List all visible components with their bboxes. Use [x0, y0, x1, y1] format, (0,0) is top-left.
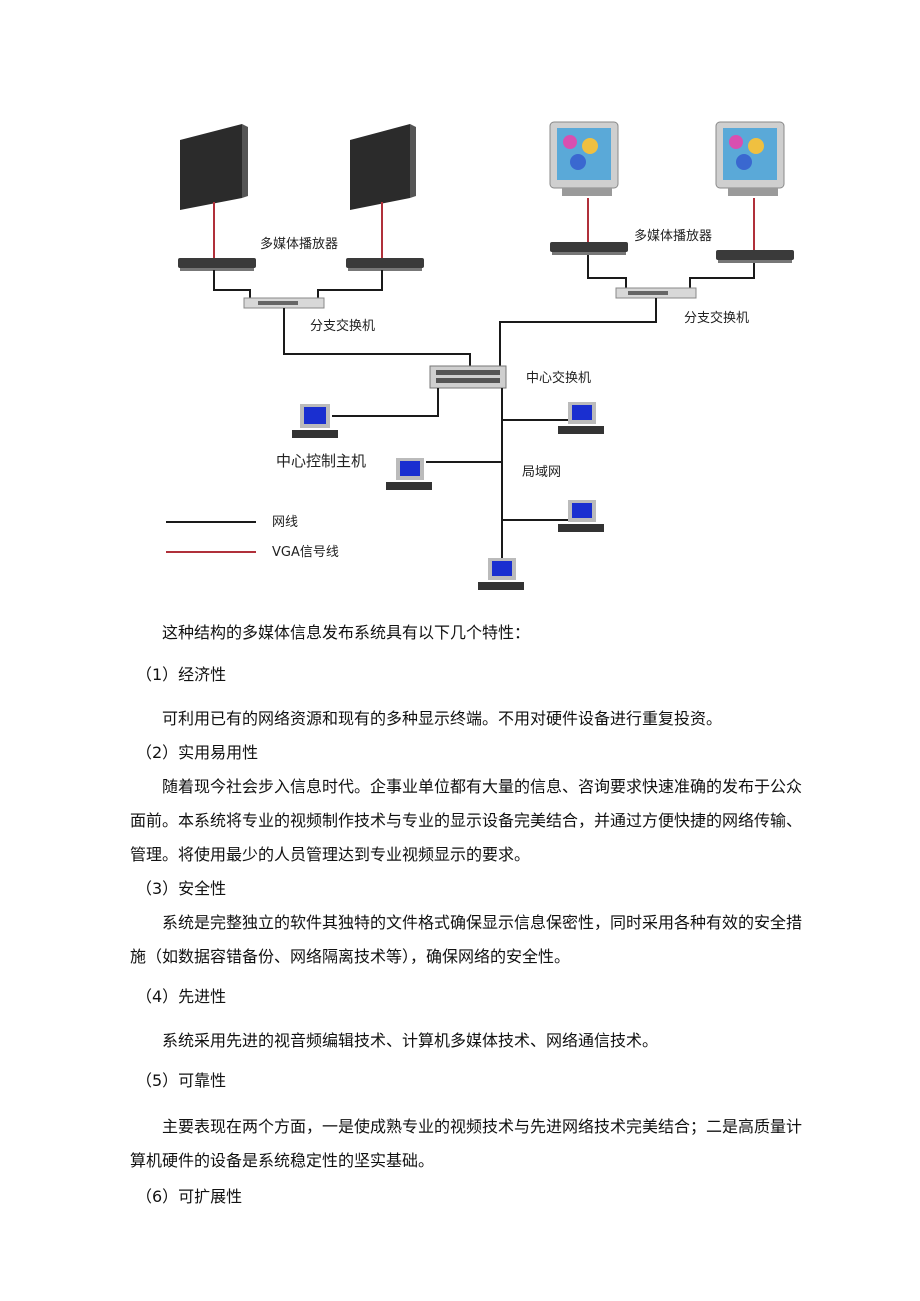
media-player-right-2 [716, 250, 794, 263]
crt-monitor-right-2 [715, 121, 785, 196]
para-usability-line-2: 面前。本系统将专业的视频制作技术与专业的显示设备完美结合，并通过方便快捷的网络传… [130, 811, 803, 830]
para-usability-line-3: 管理。将使用最少的人员管理达到专业视频显示的要求。 [130, 845, 531, 864]
media-player-left-1 [178, 258, 256, 271]
para-reliability-line-1: 主要表现在两个方面，一是使成熟专业的视频技术与先进网络技术完美结合；二是高质量计 [162, 1117, 803, 1136]
para-economy: 可利用已有的网络资源和现有的多种显示终端。不用对硬件设备进行重复投资。 [162, 709, 723, 728]
para-usability-line-1: 随着现今社会步入信息时代。企事业单位都有大量的信息、咨询要求快速准确的发布于公众 [162, 777, 803, 796]
network-diagram: 多媒体播放器 分支交换机 多媒体播放器 [166, 121, 794, 590]
para-security-line-1: 系统是完整独立的软件其独特的文件格式确保显示信息保密性，同时采用各种有效的安全措 [162, 913, 803, 932]
flat-panel-display-left-1 [180, 124, 248, 210]
network-line [332, 388, 439, 417]
center-switch [429, 365, 507, 389]
intro-text: 这种结构的多媒体信息发布系统具有以下几个特性： [162, 623, 531, 642]
network-line [283, 308, 471, 366]
para-advanced: 系统采用先进的视音频编辑技术、计算机多媒体技术、网络通信技术。 [162, 1031, 659, 1050]
para-reliability-line-2: 算机硬件的设备是系统稳定性的坚实基础。 [130, 1151, 435, 1170]
network-line [689, 263, 755, 288]
network-line [587, 255, 627, 288]
legend-net-label: 网线 [272, 515, 298, 530]
center-host-computer [292, 404, 338, 438]
lan-computer-2 [386, 458, 432, 490]
center-switch-label: 中心交换机 [526, 370, 591, 386]
player-label-right: 多媒体播放器 [634, 228, 712, 244]
lan-computer-4 [478, 558, 524, 590]
branch-switch-label-right: 分支交换机 [684, 310, 749, 326]
network-line [499, 298, 657, 366]
heading-economy: （1）经济性 [136, 665, 227, 684]
heading-advanced: （4）先进性 [136, 987, 227, 1006]
branch-switch-label-left: 分支交换机 [310, 318, 375, 334]
crt-monitor-right-1 [549, 121, 619, 196]
media-player-right-1 [550, 242, 628, 255]
lan-label: 局域网 [522, 465, 561, 480]
network-line [317, 270, 383, 300]
lan-computer-1 [558, 402, 604, 434]
heading-reliability: （5）可靠性 [136, 1071, 227, 1090]
para-security-line-2: 施（如数据容错备份、网络隔离技术等），确保网络的安全性。 [130, 947, 571, 966]
branch-switch-left [243, 297, 325, 309]
heading-usability: （2）实用易用性 [136, 743, 259, 762]
heading-security: （3）安全性 [136, 879, 227, 898]
heading-scalability: （6）可扩展性 [136, 1187, 243, 1206]
network-line [213, 270, 251, 300]
center-host-label: 中心控制主机 [276, 452, 366, 470]
branch-switch-right [615, 287, 697, 299]
player-label-left: 多媒体播放器 [260, 236, 338, 252]
legend-vga-label: VGA信号线 [272, 545, 339, 560]
media-player-left-2 [346, 258, 424, 271]
flat-panel-display-left-2 [350, 124, 416, 210]
lan-computer-3 [558, 500, 604, 532]
